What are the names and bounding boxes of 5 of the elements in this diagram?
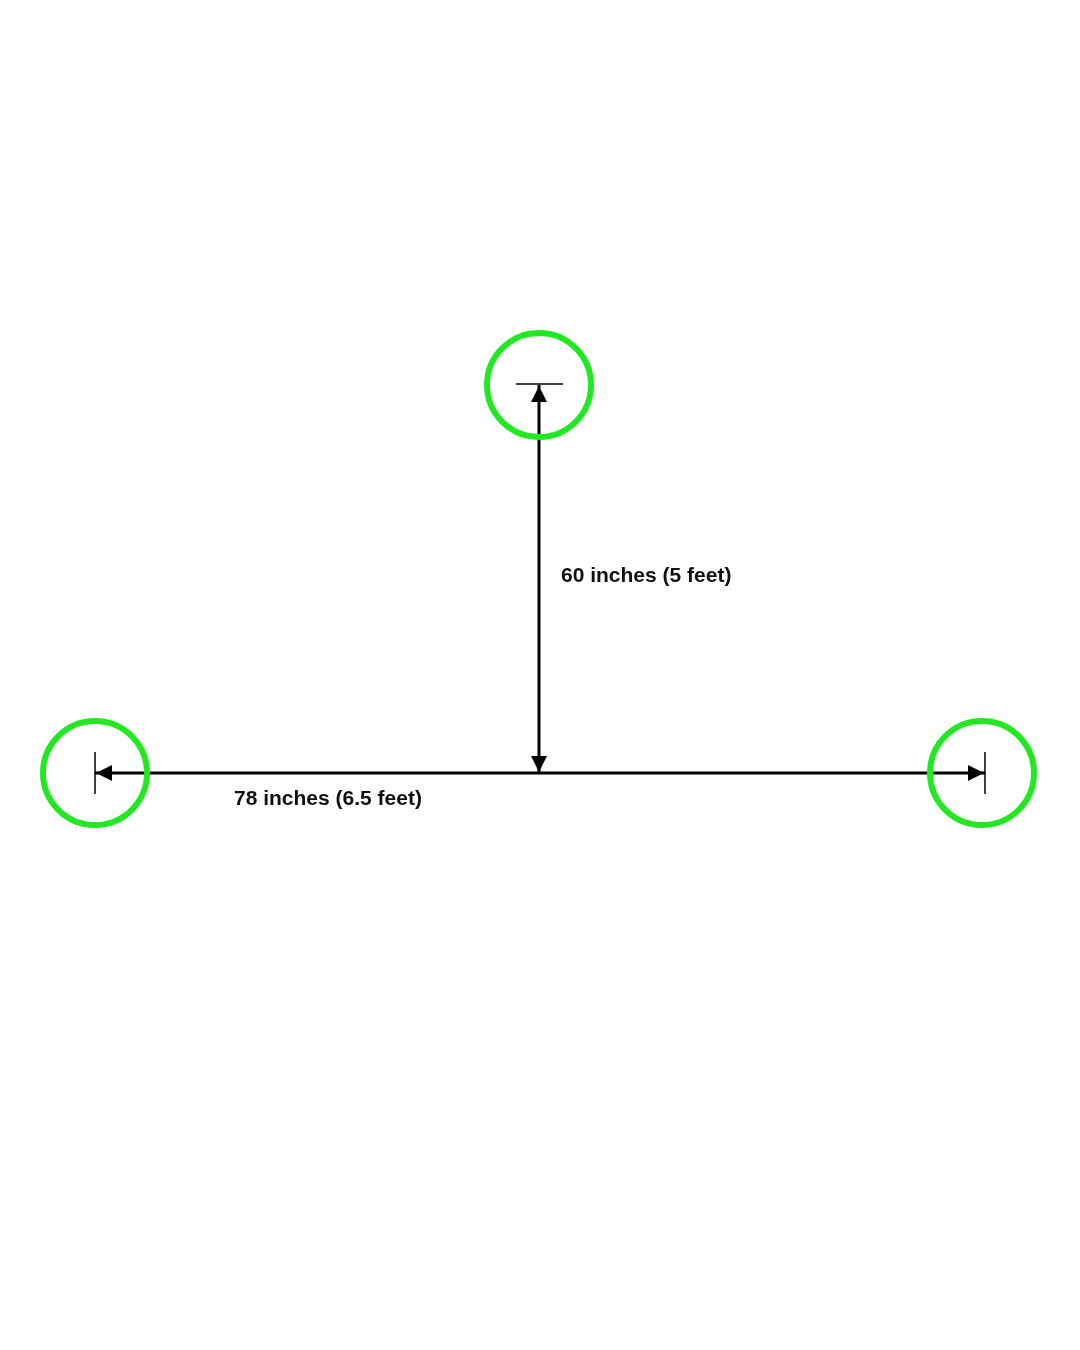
circle-marker [927, 718, 1037, 828]
dimension-label: 60 inches (5 feet) [561, 563, 732, 587]
dimension-label: 78 inches (6.5 feet) [234, 786, 422, 810]
circle-marker [484, 330, 594, 440]
circle-marker [40, 718, 150, 828]
